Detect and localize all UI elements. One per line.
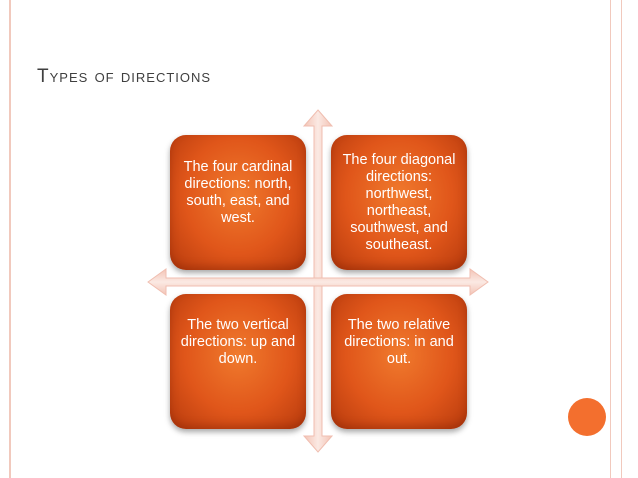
horizontal-arrow — [147, 268, 489, 296]
right-border-line-inner — [621, 0, 622, 478]
decorative-circle — [568, 398, 606, 436]
right-border-line — [610, 0, 611, 478]
quadrant-text: The four cardinal directions: north, sou… — [183, 158, 293, 226]
quadrant-vertical-directions: The two vertical directions: up and down… — [170, 294, 306, 429]
quadrant-text: The two relative directions: in and out. — [344, 317, 454, 367]
slide-title: Types of directions — [37, 66, 212, 87]
left-border-line — [9, 0, 11, 478]
quadrant-relative-directions: The two relative directions: in and out. — [331, 294, 467, 429]
quadrant-diagonal-directions: The four diagonal directions: northwest,… — [331, 135, 467, 270]
quadrant-cardinal-directions: The four cardinal directions: north, sou… — [170, 135, 306, 270]
quadrant-text: The four diagonal directions: northwest,… — [342, 151, 456, 253]
quadrant-text: The two vertical directions: up and down… — [180, 317, 296, 367]
